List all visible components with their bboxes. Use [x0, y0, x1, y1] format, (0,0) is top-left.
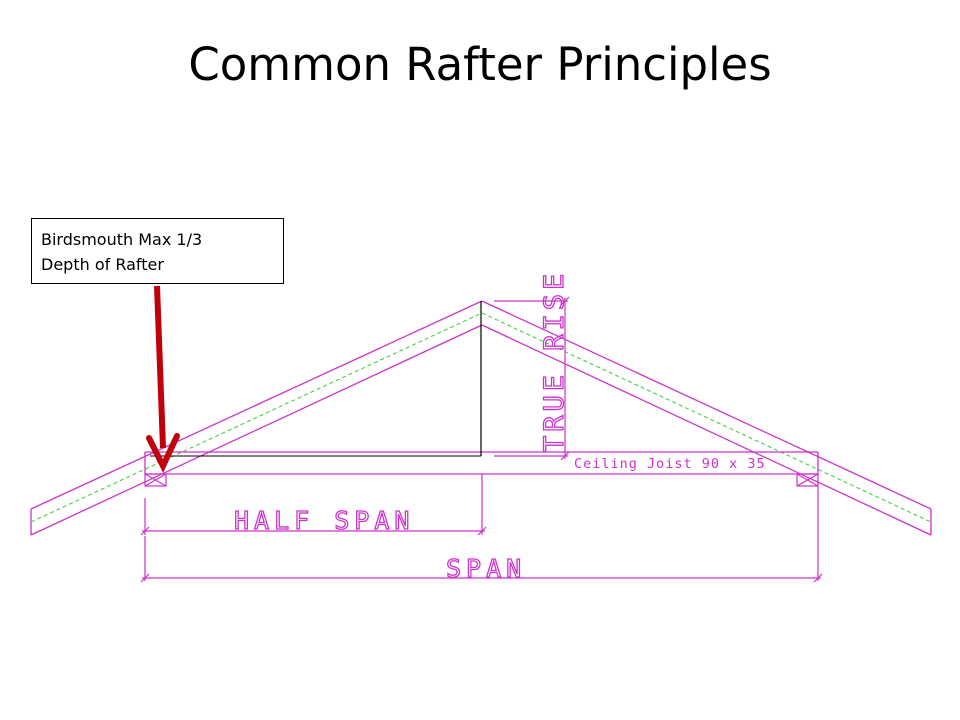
true-rise-dimension: [494, 296, 570, 461]
callout-line-1: Birdsmouth Max 1/3: [41, 230, 203, 249]
left-rafter-centerline: [30, 312, 483, 523]
true-rise-label: TRUE RISE: [539, 270, 570, 452]
slide-title: Common Rafter Principles: [188, 38, 772, 91]
right-wall-plate: [796, 473, 819, 487]
callout-line-2: Depth of Rafter: [41, 255, 164, 274]
half-span-label: HALF SPAN: [234, 506, 414, 535]
ceiling-joist-label: Ceiling Joist 90 x 35: [574, 456, 766, 472]
half-span-dimension: [140, 474, 487, 536]
left-wall-plate: [144, 473, 167, 487]
span-label: SPAN: [446, 554, 526, 583]
birdsmouth-arrow: [146, 285, 180, 473]
span-dimension: [140, 486, 823, 583]
right-rafter: [481, 300, 932, 536]
birdsmouth-callout: Birdsmouth Max 1/3 Depth of Rafter: [31, 218, 284, 284]
right-rafter-centerline: [481, 312, 932, 523]
